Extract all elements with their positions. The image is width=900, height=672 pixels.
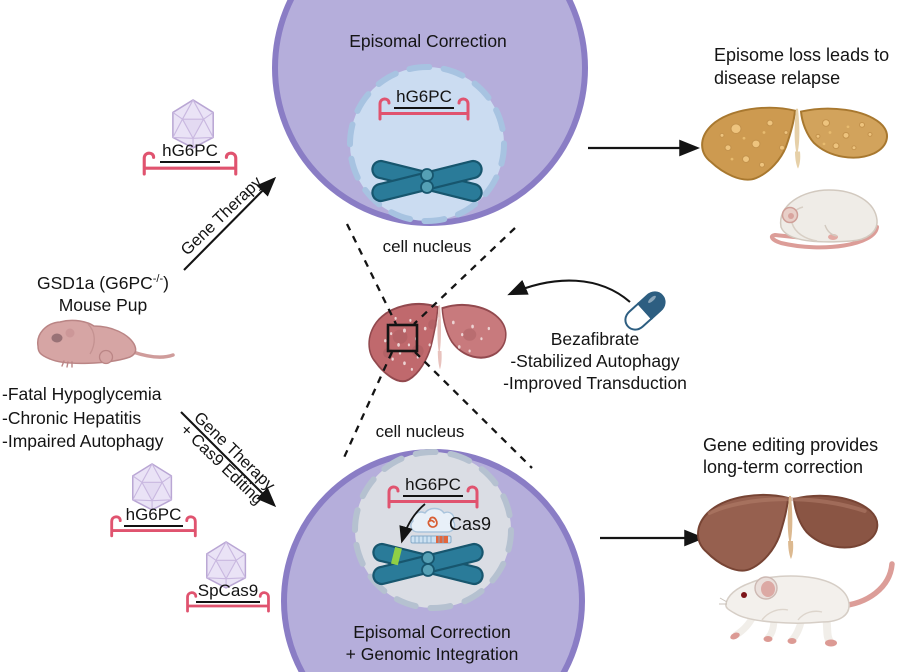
outcome-bottom-text: Gene editing provides long-term correcti… [703,435,879,477]
arrow-gene-therapy [183,176,277,271]
healthy-mouse-icon [719,561,895,647]
bottom-cell-title: Episomal Correction + Genomic Integratio… [345,622,519,664]
gene-label-bottom-nucleus: hG6PC [383,475,483,497]
outcome-top-text: Episome loss leads to disease relapse [714,45,890,88]
arrow-pill-to-liver [507,279,631,303]
aav-capsid-icon [132,463,173,511]
nucleus-caption-top: cell nucleus [382,237,472,256]
arrow-cas9-to-chromosome [399,503,426,544]
top-cell-title: Episomal Correction [349,31,507,51]
drug-effect: -Improved Transduction [503,373,687,393]
diseased-liver-icon [368,303,507,383]
symptom-item: -Chronic Hepatitis [2,407,142,428]
mouse-pup-icon [37,319,175,368]
cas9-label: Cas9 [449,514,492,534]
arrow-gene-therapy-cas9 [180,411,277,508]
gene-label-top-vector: hG6PC [138,141,242,163]
sick-mouse-icon [769,189,879,250]
drug-name: Bezafibrate [550,329,640,349]
pill-icon [624,291,666,331]
bottom-cell [281,449,585,672]
gene-label-top-nucleus: hG6PC [374,87,474,109]
symptom-item: -Impaired Autophagy [2,431,164,451]
callout-dashed-lines [340,223,533,469]
magnifier-square [386,323,419,353]
subject-title: GSD1a (G6PC-/-) Mouse Pup [37,272,169,315]
cas9-icon [410,507,456,544]
top-cell [272,0,588,226]
fatty-liver-icon [701,106,888,181]
drug-annotation: Bezafibrate -Stabilized Autophagy -Impro… [495,328,695,394]
symptom-item: -Fatal Hypoglycemia [2,384,162,404]
drug-effect: -Stabilized Autophagy [510,351,680,371]
gene-label-bottom-vector1: hG6PC [106,505,201,527]
symptom-list: -Fatal Hypoglycemia -Chronic Hepatitis -… [2,383,164,454]
nucleus-caption-bottom: cell nucleus [375,422,465,441]
gene-label-bottom-vector2: SpCas9 [182,581,274,603]
healthy-liver-icon [697,493,879,572]
integration-site-band [391,547,402,566]
